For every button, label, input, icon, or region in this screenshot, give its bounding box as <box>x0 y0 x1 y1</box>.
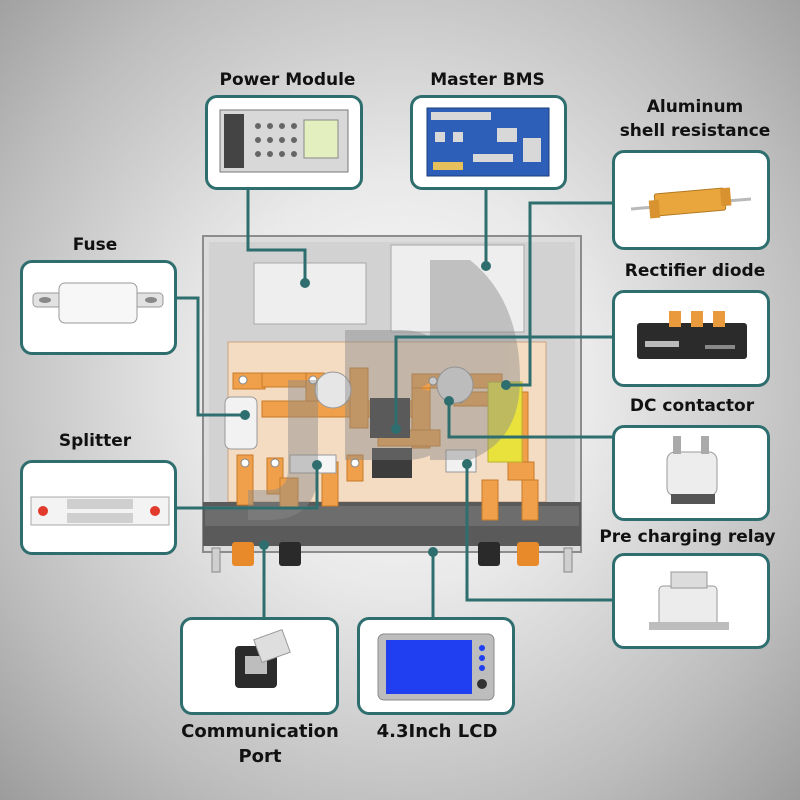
splitter-image <box>30 496 170 526</box>
label-communication-line1: Communication <box>181 721 339 742</box>
callout-rectifier-diode <box>612 290 770 387</box>
rectifier-diode-image <box>637 311 747 359</box>
label-aluminum-line1: Aluminum <box>646 97 744 117</box>
leader-dots <box>240 261 511 557</box>
label-rectifier-diode: Rectifier diode <box>624 261 766 281</box>
label-splitter: Splitter <box>58 431 132 451</box>
label-dc-contactor: DC contactor <box>629 396 755 416</box>
callout-dc-contactor <box>612 425 770 521</box>
label-communication-line2: Port <box>238 746 282 767</box>
relay-base-in-cabinet <box>372 448 412 478</box>
label-lcd: 4.3Inch LCD <box>376 721 498 742</box>
communication-port-image <box>235 628 291 688</box>
aux-connector <box>478 542 500 566</box>
callout-aluminum-resistance <box>612 150 770 250</box>
master-bms-image <box>426 107 550 177</box>
power-module-image <box>219 109 349 173</box>
lcd-image <box>377 633 495 701</box>
pre-charging-relay-image <box>649 571 729 630</box>
callout-lcd <box>357 617 515 715</box>
label-pre-charging-relay: Pre charging relay <box>599 527 776 547</box>
contactor-left <box>314 371 352 409</box>
fuse-in-cabinet <box>224 396 258 450</box>
power-module-plate <box>253 262 367 325</box>
aluminum-resistance-image <box>630 187 752 219</box>
rectifier-in-cabinet <box>370 398 410 438</box>
power-connector-right <box>517 542 539 566</box>
bms-plate <box>390 244 525 333</box>
label-aluminum-line2: shell resistance <box>619 121 771 141</box>
callout-power-module <box>205 95 363 190</box>
callout-pre-charging-relay <box>612 553 770 649</box>
dc-contactor-image <box>666 436 718 504</box>
label-power-module: Power Module <box>219 70 356 90</box>
callout-master-bms <box>410 95 567 190</box>
contactor-right <box>436 366 474 404</box>
label-master-bms: Master BMS <box>430 70 545 90</box>
label-fuse: Fuse <box>72 235 118 255</box>
power-connector-left <box>232 542 254 566</box>
leader-lines <box>170 190 612 617</box>
callout-splitter <box>20 460 177 555</box>
comm-connector <box>279 542 301 566</box>
callout-fuse <box>20 260 177 355</box>
fuse-image <box>32 282 164 324</box>
callout-communication-port <box>180 617 339 715</box>
